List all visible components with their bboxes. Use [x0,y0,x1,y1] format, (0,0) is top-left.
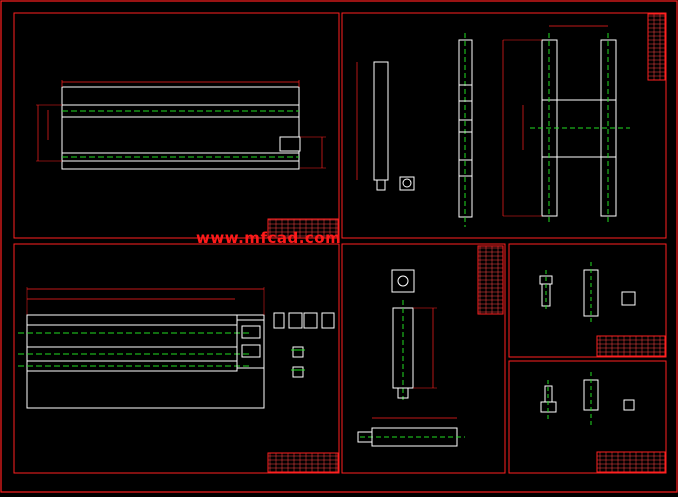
square-part-icon [621,291,636,306]
sheet-top-right [341,12,667,239]
title-block [267,452,339,473]
title-block [647,13,666,81]
square-part-icon [399,176,415,191]
watermark-text: www.mfcad.com [196,229,342,247]
title-block [596,451,666,473]
sheet-bottom-middle [341,243,506,474]
title-block [477,245,504,315]
title-block [596,335,666,357]
sheet-right-bottom [508,360,667,474]
sheet-top-left [13,12,340,239]
sheet-right-middle [508,243,667,358]
square-part-icon [391,269,415,293]
title-block [267,218,339,239]
sheet-bottom-left [13,243,340,474]
square-part-icon [623,399,635,411]
